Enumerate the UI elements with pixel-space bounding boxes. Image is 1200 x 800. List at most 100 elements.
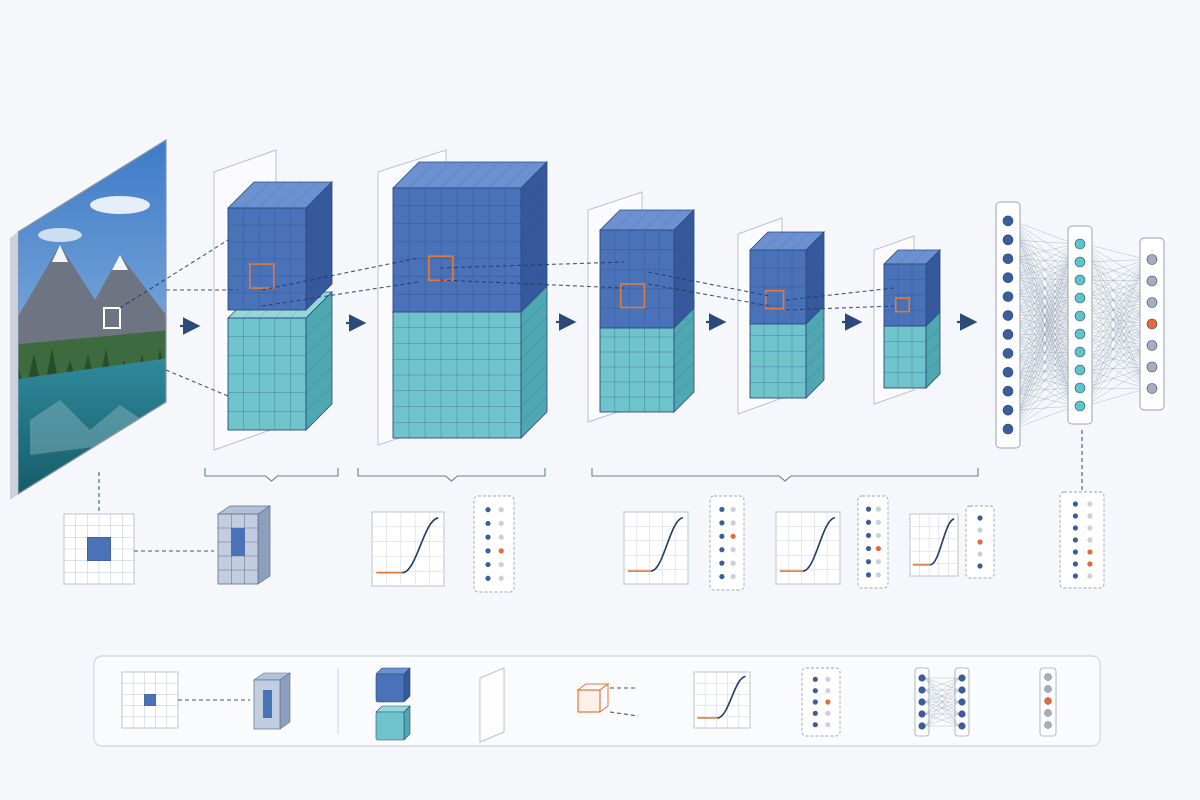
legend-dense-node: [958, 722, 966, 730]
conv-block-4-filter-window: [764, 289, 785, 310]
detail-pooling-1-dot: [498, 575, 504, 581]
legend-dense-edge: [924, 689, 960, 727]
output-layer-node: [1146, 275, 1158, 287]
conv-block-5-feature-map-top: [883, 249, 941, 327]
conv-block-1-feature-map-top-grid-line: [274, 181, 301, 209]
detail-pooling-1-dot: [485, 507, 491, 513]
conv-block-2-feature-map-bottom-grid-line: [520, 396, 548, 423]
legend-output-node: [1044, 721, 1052, 729]
fc-edge: [1084, 315, 1148, 389]
detail-pooling-2-dot: [730, 560, 736, 566]
conv-block-4-feature-map-top: [749, 231, 825, 325]
fc-edge: [1084, 243, 1148, 346]
detail-pooling-2-dot: [719, 520, 725, 526]
conv-block-5: [873, 235, 941, 405]
conv-block-2-feature-map-top-grid-line: [520, 268, 548, 295]
fc-edge: [1012, 239, 1076, 299]
output-layer: [1139, 237, 1165, 411]
conv-block-5-filter-window: [894, 297, 911, 313]
connector: [261, 257, 419, 291]
legend-output-node: [1044, 697, 1052, 705]
flow-arrows: [180, 313, 978, 335]
detail-pooling-3-dot: [865, 506, 872, 512]
detail-pooling-2-dot: [719, 533, 725, 539]
conv-block-2-feature-map-top-grid-line: [424, 161, 452, 189]
fc-edge: [1012, 258, 1076, 263]
fc-edge: [1012, 369, 1076, 411]
conv-block-3: [587, 191, 695, 423]
fc-edge: [1012, 351, 1076, 392]
detail-pooling-1-dot: [498, 507, 504, 513]
fc-edge: [1012, 258, 1076, 407]
conv-block-5-feature-map-top-grid-line: [925, 265, 941, 280]
tree: [46, 348, 58, 380]
legend-cube-pool-front: [375, 711, 405, 741]
conv-block-5-feature-map-bottom-grid-line: [925, 358, 941, 373]
fc-edge: [1012, 296, 1076, 335]
legend-dense-edge: [924, 713, 960, 727]
detail-pooling-3-dot: [865, 519, 872, 525]
fc-edge: [1012, 353, 1076, 371]
lake: [18, 358, 166, 494]
conv-block-1-feature-map-bottom-grid-line: [305, 385, 333, 412]
legend-filter-front: [577, 689, 601, 713]
legend-cube-conv-front: [375, 673, 405, 703]
dense-layer-2-node: [1074, 238, 1086, 250]
conv-block-3-feature-map-top-grid-line: [629, 209, 650, 231]
detail-pooling-2-dot: [719, 506, 725, 513]
legend-dense-edge: [924, 701, 960, 727]
fc-edge: [1012, 405, 1076, 430]
conv-block-5-feature-map-top-grid-line: [925, 296, 941, 311]
fc-edge: [1012, 261, 1076, 297]
conv-block-3-feature-map-bottom-grid-line: [673, 376, 695, 398]
kernel-grid-icon: [253, 672, 291, 730]
detail-pooling-2-frame: [709, 495, 745, 591]
fc-edge: [1012, 239, 1076, 245]
main-pipeline: [10, 138, 1165, 500]
detail-pooling-2-dot: [719, 560, 725, 566]
fc-edge: [1084, 323, 1148, 371]
fc-edge: [1012, 279, 1076, 335]
conv-block-3-feature-map-top-front-face: [599, 229, 675, 329]
connector: [439, 279, 625, 289]
input-image: [10, 138, 167, 500]
fc-edge: [1084, 351, 1148, 389]
detail-pooling-1: [473, 495, 515, 593]
conv-block-1-feature-map-bottom-grid-line: [305, 329, 333, 356]
fc-edge: [1012, 369, 1076, 373]
fc-edge: [1012, 243, 1076, 392]
fc-edge: [1012, 277, 1076, 407]
legend-cube-pool-side: [403, 705, 411, 741]
conv-block-1-feature-map-bottom-grid-line: [305, 366, 333, 393]
fc-edge: [1012, 239, 1076, 335]
fc-edge: [1084, 366, 1148, 371]
fc-edge: [1012, 220, 1076, 317]
detail-pooling-1-dot: [485, 575, 491, 581]
fc-edge: [1012, 243, 1076, 259]
output-layer-node: [1146, 318, 1158, 330]
pooling-dots-icon-dot: [825, 722, 831, 728]
legend-dense-edge: [924, 677, 960, 703]
conv-block-2: [377, 149, 548, 446]
fc-edge: [1084, 345, 1148, 389]
fc-edge: [1084, 302, 1148, 335]
fc-edge: [1084, 345, 1148, 407]
detail-pooling-4-dot: [977, 539, 983, 545]
detail-pooling-2-dot: [719, 573, 725, 580]
conv-block-3-filter-window: [619, 283, 646, 309]
conv-block-3-feature-map-top-grid-line: [673, 229, 695, 250]
legend-dense-node: [958, 710, 966, 718]
detail-output-vector-dot: [1087, 537, 1093, 543]
conv-block-3-feature-map-top-grid-line: [614, 209, 635, 231]
fc-edge: [1012, 387, 1076, 392]
fc-edge: [1012, 296, 1076, 389]
fc-edge: [1012, 277, 1076, 335]
fc-edge: [1012, 243, 1076, 430]
dense-layer-1-node: [1002, 329, 1014, 340]
fc-edge: [1012, 239, 1076, 353]
fc-edge: [1012, 351, 1076, 373]
dense-layer-1-node: [1002, 234, 1014, 246]
conv-block-1-feature-map-bottom: [227, 291, 333, 431]
legend-output-node: [1044, 685, 1052, 693]
